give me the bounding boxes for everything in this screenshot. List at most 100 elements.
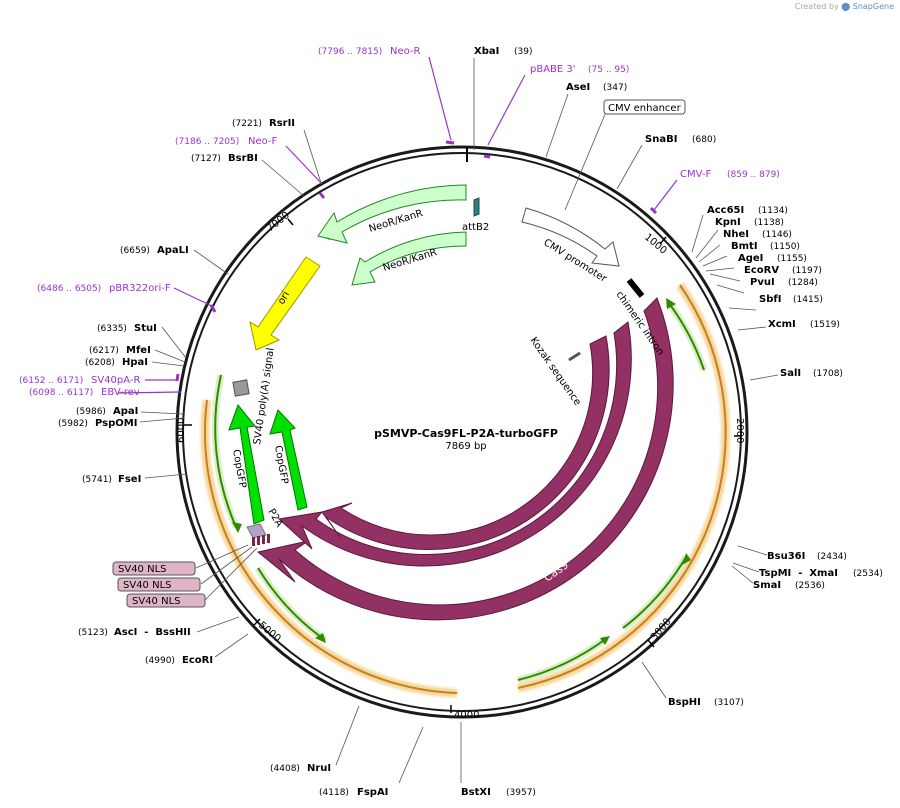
site-name-stui: StuI xyxy=(134,323,157,334)
primer-name-pbr322ori-f: pBR322ori-F xyxy=(109,283,171,294)
ruler-label-2000: 2000 xyxy=(734,418,745,443)
site-name-snabi: SnaBI xyxy=(645,134,677,145)
cmv-enhancer-label: CMV enhancer xyxy=(608,103,682,114)
primer-name-ebv-rev: EBV-rev xyxy=(101,387,140,398)
site-pos-bsrbi: (7127) xyxy=(191,154,221,164)
cas9-arc-outer xyxy=(256,297,674,621)
site-pos-agei: (1155) xyxy=(777,254,807,264)
site-labels: XbaI (39) AseI (347) SnaBI (680) Acc65I … xyxy=(58,46,883,798)
primer-marks xyxy=(175,140,658,382)
site-pos-kpni: (1138) xyxy=(754,218,784,228)
site-pos-snabi: (680) xyxy=(692,135,716,145)
ruler-tick-3000 xyxy=(647,639,655,648)
primer-range-pbabe3: (75 .. 95) xyxy=(588,65,629,75)
ruler-label-6000: 6000 xyxy=(176,418,187,443)
cas9-arc-middle xyxy=(277,321,632,567)
site-pos-hpai: (6208) xyxy=(85,358,115,368)
backbone-outer xyxy=(175,145,749,719)
site-name-bsphi: BspHI xyxy=(668,697,701,708)
site-pos-fspai: (4118) xyxy=(319,788,349,798)
site-name-acc65i: Acc65I xyxy=(707,205,744,216)
primer-range-ebv-rev: (6098 .. 6117) xyxy=(29,388,93,398)
cas9-orf-arrow-2 xyxy=(622,556,687,629)
site-pos-mfei: (6217) xyxy=(89,346,119,356)
site-name-bsrbi: BsrBI xyxy=(228,153,258,164)
site-name-ecorv: EcoRV xyxy=(744,265,779,276)
site-name-tspmi-xmai: TspMI - XmaI xyxy=(759,568,838,579)
copgfp-arrow-1 xyxy=(228,403,265,525)
primer-leaders xyxy=(117,56,678,394)
site-pos-tspmi-xmai: (2534) xyxy=(853,569,883,579)
primer-range-cmv-f: (859 .. 879) xyxy=(727,170,780,180)
p2a-feature xyxy=(246,523,267,539)
site-name-apali: ApaLI xyxy=(157,245,189,256)
site-pos-acc65i: (1134) xyxy=(758,206,788,216)
neo-kanr-arc-outer xyxy=(317,184,467,244)
cas9-arc-inner xyxy=(321,335,610,550)
site-name-bsu36i: Bsu36I xyxy=(767,551,805,562)
watermark-brand: SnapGene xyxy=(852,2,894,11)
ruler-label-3000: 3000 xyxy=(649,616,674,643)
site-name-apai: ApaI xyxy=(113,406,138,417)
site-name-bmti: BmtI xyxy=(731,241,758,252)
site-name-agei: AgeI xyxy=(738,253,763,264)
copgfp-features xyxy=(228,403,308,525)
watermark-prefix: Created by xyxy=(794,2,839,11)
site-pos-xcmi: (1519) xyxy=(810,320,840,330)
site-name-ecori: EcoRI xyxy=(182,655,213,666)
primer-name-sv40pa-r: SV40pA-R xyxy=(91,375,140,386)
site-name-mfei: MfeI xyxy=(126,345,151,356)
site-pos-xbai: (39) xyxy=(514,47,532,57)
attb2-label: attB2 xyxy=(462,222,489,233)
sv40-nls-box-1 xyxy=(112,561,196,576)
kozak-label: Kozak sequence xyxy=(528,335,583,407)
cmv-promoter-feature xyxy=(521,207,620,267)
site-pos-asei: (347) xyxy=(603,83,627,93)
site-name-kpni: KpnI xyxy=(715,217,741,228)
primer-name-neo-f: Neo-F xyxy=(248,136,278,147)
site-name-nhei: NheI xyxy=(723,229,749,240)
neo-kanr-features xyxy=(317,184,467,286)
kozak-feature xyxy=(568,351,581,362)
site-pos-nhei: (1146) xyxy=(762,230,792,240)
site-pos-apali: (6659) xyxy=(120,246,150,256)
site-name-pspomi: PspOMI xyxy=(95,418,137,429)
site-pos-pspomi: (5982) xyxy=(58,419,88,429)
site-pos-ecorv: (1197) xyxy=(792,266,822,276)
site-name-fspai: FspAI xyxy=(357,787,388,798)
site-pos-bsphi: (3107) xyxy=(714,698,744,708)
site-name-asci-bsshii: AscI - BssHII xyxy=(114,627,191,638)
site-pos-smai: (2536) xyxy=(795,581,825,591)
snapgene-logo-icon: ⬤ xyxy=(841,2,851,11)
ruler-tick-1000 xyxy=(659,236,667,245)
site-pos-bmti: (1150) xyxy=(770,242,800,252)
sv40-polya-feature xyxy=(232,379,250,397)
site-pos-apai: (5986) xyxy=(76,407,106,417)
sv40-nls-label-3: SV40 NLS xyxy=(132,596,181,607)
site-pos-pvui: (1284) xyxy=(788,278,818,288)
site-name-bstxi: BstXI xyxy=(461,787,491,798)
primer-range-neo-f: (7186 .. 7205) xyxy=(175,137,239,147)
ruler-tick-7000 xyxy=(287,218,294,226)
site-name-xbai: XbaI xyxy=(474,46,499,57)
primer-name-neo-r: Neo-R xyxy=(390,46,421,57)
site-name-pvui: PvuI xyxy=(750,277,775,288)
site-name-asei: AseI xyxy=(566,82,590,93)
gfp-orf-arrow xyxy=(257,567,326,641)
site-pos-bsu36i: (2434) xyxy=(817,552,847,562)
site-name-xcmi: XcmI xyxy=(768,319,796,330)
sv40-nls-box-2 xyxy=(117,577,201,592)
sv40-nls-label-1: SV40 NLS xyxy=(118,564,167,575)
site-pos-ecori: (4990) xyxy=(145,656,175,666)
site-name-rsrii: RsrII xyxy=(269,118,295,129)
site-name-hpai: HpaI xyxy=(122,357,148,368)
neo-kanr-arc-inner xyxy=(351,231,467,286)
nls-leaders xyxy=(195,111,607,601)
chimeric-intron-feature xyxy=(626,278,645,298)
primer-labels: (7796 .. 7815) Neo-R pBABE 3' (75 .. 95)… xyxy=(19,46,780,398)
plasmid-name: pSMVP-Cas9FL-P2A-turboGFP xyxy=(374,427,558,440)
ruler-label-4000: 4000 xyxy=(454,710,479,721)
site-pos-rsrii: (7221) xyxy=(232,119,262,129)
plasmid-size: 7869 bp xyxy=(445,441,486,452)
